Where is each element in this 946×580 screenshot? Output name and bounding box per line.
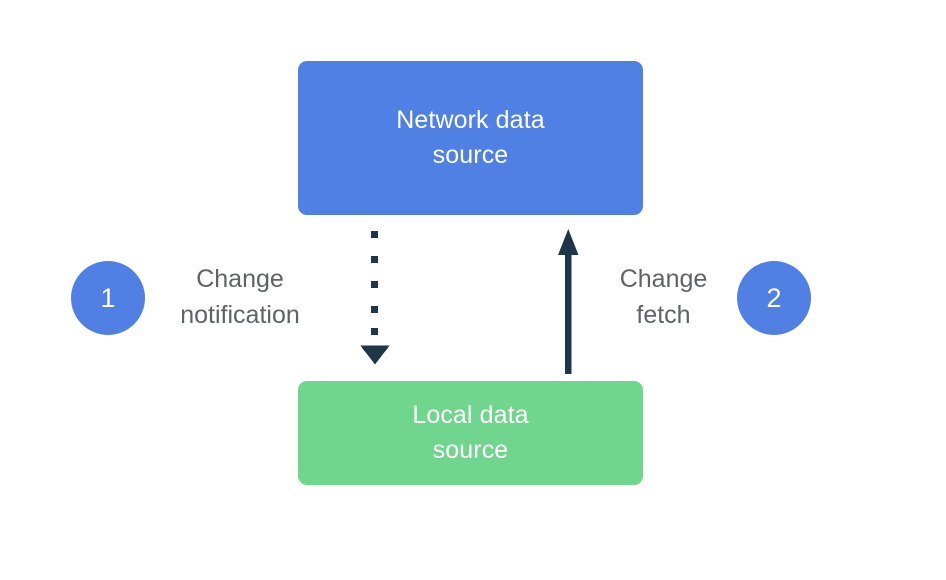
node-network-data-source[interactable]: Network data source [298,61,643,215]
step-badge-2[interactable]: 2 [737,261,811,335]
node-network-data-source-label: Network data source [396,105,545,170]
step-badge-1-number: 1 [100,282,116,313]
arrow-change-notification-dotted [360,231,390,365]
arrow-change-fetch-solid [558,229,579,374]
node-local-data-source-label: Local data source [412,400,529,465]
step-badge-2-number: 2 [766,282,782,313]
edge-label-change-fetch: Change fetch [619,265,708,329]
edge-label-change-notification: Change notification [180,265,300,329]
node-local-data-source[interactable]: Local data source [298,381,643,485]
step-badge-1[interactable]: 1 [71,261,145,335]
